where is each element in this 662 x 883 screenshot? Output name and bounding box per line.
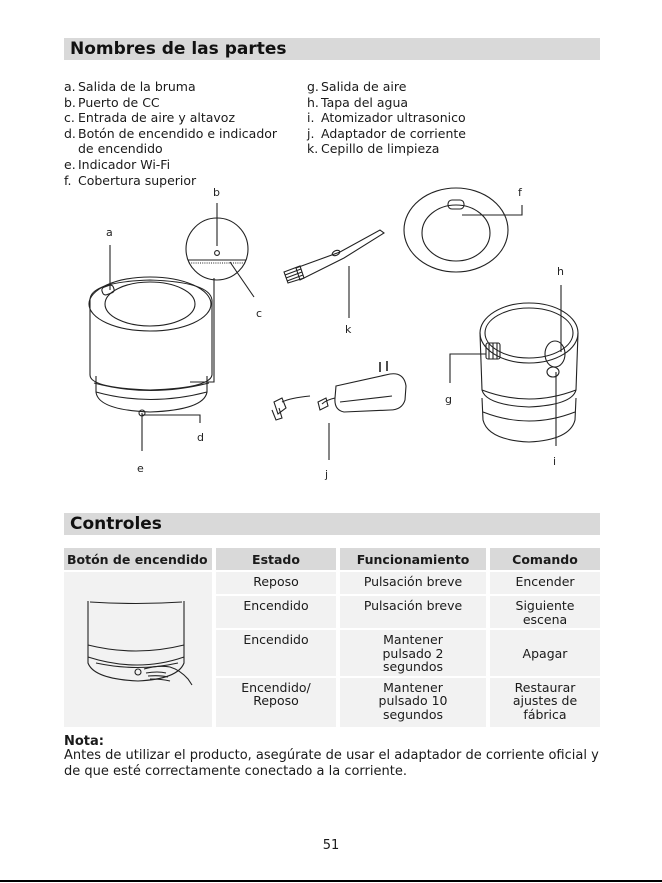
parts-section-title: Nombres de las partes xyxy=(64,38,600,60)
column-header-funcionamiento: Funcionamiento xyxy=(336,548,488,571)
note-text: Antes de utilizar el producto, asegúrate… xyxy=(64,748,599,779)
part-item-c: c.Entrada de aire y altavoz xyxy=(64,110,236,126)
row-1-comando: Encender xyxy=(486,570,600,595)
diagram-label-c: c xyxy=(256,307,263,320)
diagram-label-d: d xyxy=(197,431,204,444)
diagram-label-k: k xyxy=(345,323,352,336)
part-item-a: a.Salida de la bruma xyxy=(64,79,196,94)
diagram-label-j: j xyxy=(325,468,329,481)
part-item-k: k.Cepillo de limpieza xyxy=(307,141,440,157)
parts-list-left: a.Salida de la bruma b.Puerto de CC c.En… xyxy=(64,79,277,188)
row-4-estado: Encendido/ Reposo xyxy=(212,675,338,727)
part-item-d: d.Botón de encendido e indicador xyxy=(64,125,278,141)
power-button-illustration xyxy=(86,601,192,686)
row-1-estado: Reposo xyxy=(212,570,338,595)
top-cover-illustration xyxy=(403,187,509,273)
column-header-power-button: Botón de encendido xyxy=(64,548,214,571)
column-header-comando: Comando xyxy=(486,548,600,571)
part-item-h: h.Tapa del agua xyxy=(307,94,409,110)
row-3-estado: Encendido xyxy=(212,628,338,677)
parts-diagram xyxy=(88,187,579,460)
row-3-funcionamiento: Mantener pulsado 2 segundos xyxy=(336,628,488,677)
table-row: Encendido/ Reposo Mantener pulsado 10 se… xyxy=(64,675,600,727)
part-item-f: f.Cobertura superior xyxy=(64,172,197,188)
row-1-funcionamiento: Pulsación breve xyxy=(336,570,488,595)
row-2-comando: Siguiente escena xyxy=(486,594,600,629)
table-row: Encendido Pulsación breve Siguiente esce… xyxy=(64,594,600,629)
open-humidifier-illustration xyxy=(479,302,579,443)
part-item-g: g.Salida de aire xyxy=(307,79,407,94)
part-item-b: b.Puerto de CC xyxy=(64,94,160,110)
table-row: Reposo Pulsación breve Encender xyxy=(64,570,600,727)
row-4-funcionamiento: Mantener pulsado 10 segundos xyxy=(336,675,488,727)
controls-table: Botón de encendido Estado Funcionamiento… xyxy=(64,548,600,727)
part-item-d-continued: de encendido xyxy=(78,141,163,157)
humidifier-illustration xyxy=(88,276,213,417)
page-number: 51 xyxy=(322,838,340,853)
table-row: Encendido Mantener pulsado 2 segundos Ap… xyxy=(64,628,600,677)
diagram-label-h: h xyxy=(557,265,564,278)
diagram-label-b: b xyxy=(213,186,220,199)
row-4-comando: Restaurar ajustes de fábrica xyxy=(486,675,600,727)
part-item-e: e.Indicador Wi-Fi xyxy=(64,156,171,172)
part-item-j: j.Adaptador de corriente xyxy=(307,125,466,141)
power-button-illustration-cell xyxy=(64,570,214,727)
cleaning-brush-illustration xyxy=(283,229,385,284)
diagram-label-i: i xyxy=(553,455,557,468)
diagram-label-a: a xyxy=(106,226,113,239)
controls-table-header: Botón de encendido Estado Funcionamiento… xyxy=(64,548,600,571)
row-3-comando: Apagar xyxy=(486,628,600,677)
row-2-funcionamiento: Pulsación breve xyxy=(336,594,488,629)
diagram-label-f: f xyxy=(518,186,522,199)
power-adapter-illustration xyxy=(271,361,407,421)
diagram-leader-lines xyxy=(109,203,562,460)
parts-list-right: g.Salida de aire h.Tapa del agua i.Atomi… xyxy=(307,79,466,157)
controls-section-title: Controles xyxy=(64,513,600,535)
diagram-label-e: e xyxy=(137,462,144,475)
bottom-rule xyxy=(0,880,662,882)
part-item-i: i.Atomizador ultrasonico xyxy=(307,110,466,126)
note-title: Nota: xyxy=(64,734,104,749)
diagram-label-g: g xyxy=(445,393,452,406)
column-header-estado: Estado xyxy=(212,548,338,571)
row-2-estado: Encendido xyxy=(212,594,338,629)
